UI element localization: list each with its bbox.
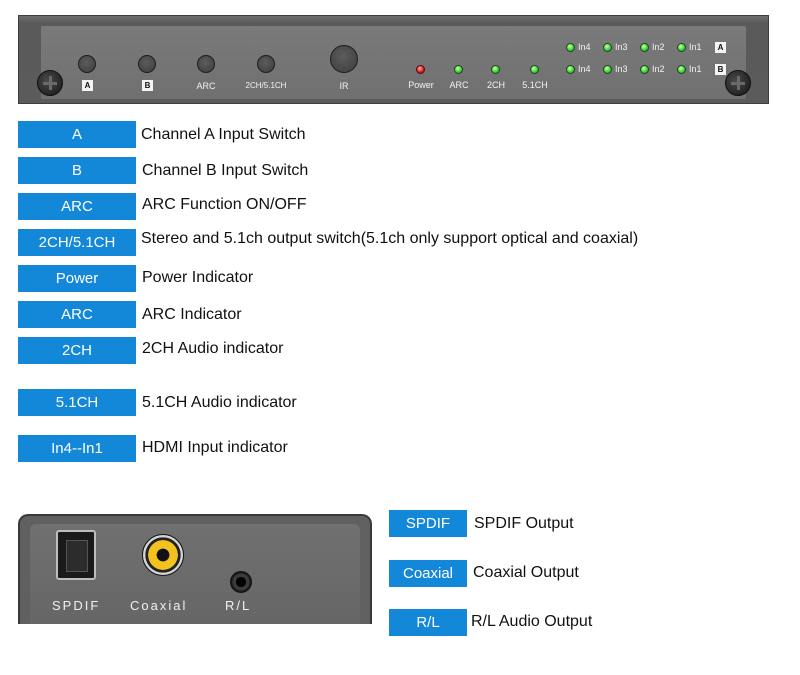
row-a-in1-led: [677, 43, 686, 52]
row-a-in3-label: In3: [615, 42, 628, 52]
front-panel: A B ARC 2CH/5.1CH IR Power ARC 2CH 5.1CH…: [18, 15, 769, 104]
legend-tag: SPDIF: [389, 510, 467, 537]
row-b-in2-label: In2: [652, 64, 665, 74]
legend-desc: SPDIF Output: [474, 515, 574, 532]
right-screw-icon: [725, 70, 751, 96]
row-a-in4-label: In4: [578, 42, 591, 52]
legend-desc: 5.1CH Audio indicator: [142, 394, 297, 411]
row-b-in1-label: In1: [689, 64, 702, 74]
ir-label: IR: [339, 81, 349, 91]
row-b-in3-label: In3: [615, 64, 628, 74]
2ch-led: [491, 65, 500, 74]
legend-tag: Power: [18, 265, 136, 292]
left-screw-icon: [37, 70, 63, 96]
legend-tag: 2CH: [18, 337, 136, 364]
legend-tag: 5.1CH: [18, 389, 136, 416]
legend-desc: ARC Indicator: [142, 306, 242, 323]
5-1ch-led: [530, 65, 539, 74]
row-a-in2-led: [640, 43, 649, 52]
row-a-in4-led: [566, 43, 575, 52]
button-arc[interactable]: [197, 55, 215, 73]
front-panel-face: [41, 26, 746, 99]
5-1ch-led-label: 5.1CH: [522, 80, 548, 90]
row-a-in1-label: In1: [689, 42, 702, 52]
row-a-label: A: [715, 42, 726, 53]
button-2ch-5-1ch-label: 2CH/5.1CH: [245, 81, 287, 90]
legend-tag: Coaxial: [389, 560, 467, 587]
legend-tag: R/L: [389, 609, 467, 636]
button-b-label: B: [142, 80, 153, 91]
legend-desc: Power Indicator: [142, 269, 254, 286]
legend-tag: ARC: [18, 193, 136, 220]
button-a[interactable]: [78, 55, 96, 73]
coaxial-port-icon: [142, 534, 184, 576]
legend-tag: ARC: [18, 301, 136, 328]
spdif-port-icon: [56, 530, 96, 580]
2ch-led-label: 2CH: [486, 80, 505, 90]
row-a-in3-led: [603, 43, 612, 52]
legend-tag: B: [18, 157, 136, 184]
row-b-in4-label: In4: [578, 64, 591, 74]
row-a-in2-label: In2: [652, 42, 665, 52]
row-b-in3-led: [603, 65, 612, 74]
power-led-label: Power: [408, 80, 434, 90]
legend-desc: ARC Function ON/OFF: [142, 196, 307, 213]
row-b-in4-led: [566, 65, 575, 74]
row-b-label: B: [715, 64, 726, 75]
spdif-port-label: SPDIF: [52, 598, 101, 613]
button-b[interactable]: [138, 55, 156, 73]
row-b-in2-led: [640, 65, 649, 74]
rear-panel: SPDIF Coaxial R/L: [18, 514, 372, 624]
legend-tag: A: [18, 121, 136, 148]
coaxial-port-label: Coaxial: [130, 598, 188, 613]
rl-jack-label: R/L: [225, 598, 252, 613]
legend-desc: 2CH Audio indicator: [142, 340, 284, 357]
legend-desc: Channel A Input Switch: [141, 126, 306, 143]
power-led: [416, 65, 425, 74]
legend-desc: Coaxial Output: [473, 564, 579, 581]
legend-desc: Channel B Input Switch: [142, 162, 309, 179]
arc-led: [454, 65, 463, 74]
legend-tag: In4--In1: [18, 435, 136, 462]
button-2ch-5-1ch[interactable]: [257, 55, 275, 73]
button-a-label: A: [82, 80, 93, 91]
legend-tag: 2CH/5.1CH: [18, 229, 136, 256]
legend-desc: HDMI Input indicator: [142, 439, 288, 456]
arc-led-label: ARC: [449, 80, 469, 90]
row-b-in1-led: [677, 65, 686, 74]
button-arc-label: ARC: [196, 81, 216, 91]
rl-jack-icon: [230, 571, 252, 593]
legend-desc: R/L Audio Output: [471, 613, 593, 630]
ir-receiver: [330, 45, 358, 73]
legend-desc: Stereo and 5.1ch output switch(5.1ch onl…: [141, 230, 639, 247]
